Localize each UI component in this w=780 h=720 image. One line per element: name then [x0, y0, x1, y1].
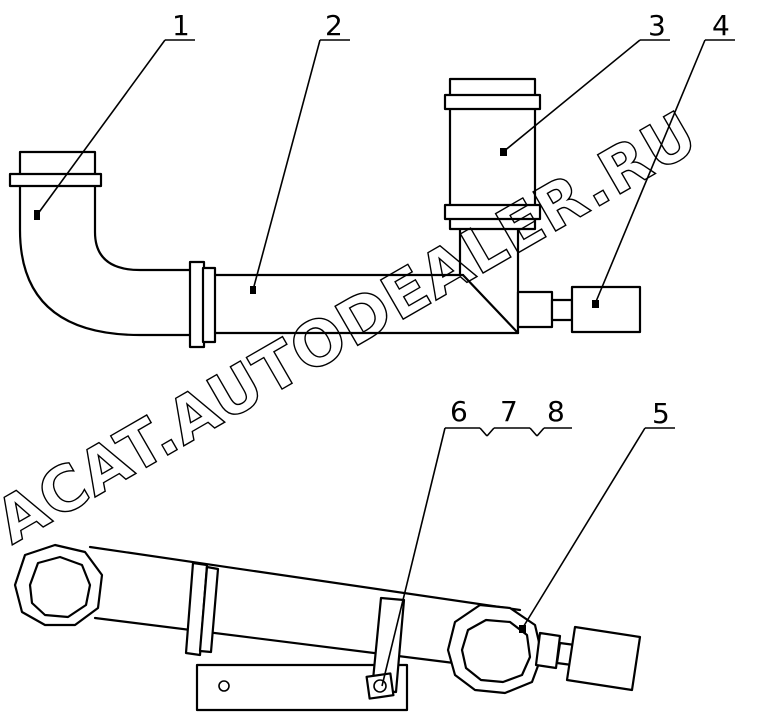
- bracket-clamp: [365, 596, 406, 700]
- label-7: 7: [500, 395, 518, 428]
- end-fitting: [516, 285, 642, 334]
- elbow-pipe: [8, 150, 194, 337]
- callout-2: 2: [252, 9, 350, 291]
- upper-pipe-assembly: [8, 77, 642, 349]
- callout-3: 3: [502, 9, 670, 153]
- lower-end-fitting: [534, 625, 642, 692]
- callout-4: 4: [594, 9, 735, 305]
- label-2: 2: [325, 9, 343, 42]
- label-4: 4: [712, 9, 730, 42]
- pipe-flange: [188, 260, 217, 349]
- angled-tube: [88, 545, 522, 667]
- clamp-bolt: [373, 679, 387, 693]
- left-flange-ring: [13, 543, 104, 627]
- lower-pipe-assembly: [13, 543, 642, 712]
- bracket-hole: [218, 680, 230, 692]
- label-1: 1: [172, 9, 190, 42]
- label-5: 5: [652, 397, 670, 430]
- vertical-cylinder: [443, 77, 542, 335]
- label-3: 3: [648, 9, 666, 42]
- tube-clamp: [184, 561, 220, 657]
- callout-1: 1: [36, 9, 195, 216]
- label-6: 6: [450, 395, 468, 428]
- callout-6-7-8: 6 7 8: [381, 395, 572, 687]
- callout-5: 5: [521, 397, 675, 630]
- label-8: 8: [547, 395, 565, 428]
